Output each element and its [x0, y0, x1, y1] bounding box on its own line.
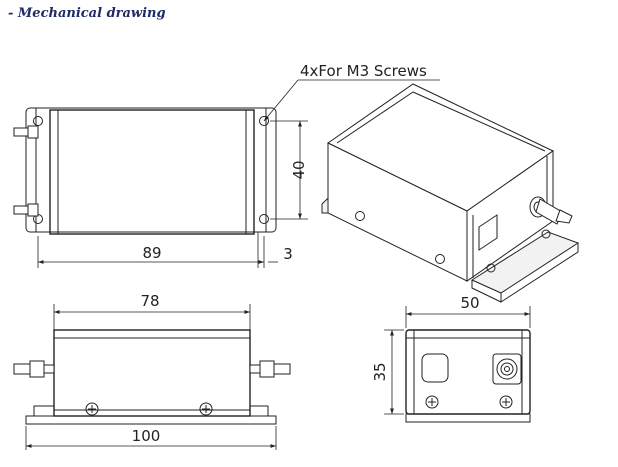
- top-view-body: [49, 109, 255, 235]
- end-view-body: [405, 329, 531, 415]
- dimension-89-label: 89: [142, 244, 161, 262]
- end-view-square-cutout: [421, 353, 449, 383]
- dimension-3-label: 3: [283, 245, 293, 263]
- screw-hole: [33, 116, 43, 126]
- screw-hole: [259, 214, 269, 224]
- front-view: 78 100: [13, 292, 291, 450]
- dimension-40-label: 40: [290, 160, 308, 179]
- top-view: 40 89 3 4xFor M3 Screws: [13, 62, 440, 268]
- end-view-base: [405, 413, 531, 423]
- dimension-50-label: 50: [460, 294, 479, 312]
- screw-head: [199, 402, 213, 416]
- screw-head: [85, 402, 99, 416]
- drawing-heading: - Mechanical drawing: [8, 6, 166, 21]
- front-view-body: [53, 329, 251, 417]
- fiber-connector: [13, 363, 31, 375]
- fiber-connector: [249, 364, 261, 374]
- iso-screw: [435, 254, 445, 264]
- dimension-78-label: 78: [140, 292, 159, 310]
- fiber-connector: [13, 205, 29, 215]
- isometric-view: [321, 83, 580, 303]
- screws-callout-label: 4xFor M3 Screws: [300, 62, 427, 80]
- screw-head: [425, 395, 439, 409]
- end-view: 50 35: [371, 294, 531, 423]
- iso-square-cutout: [478, 214, 498, 251]
- dimension-35-label: 35: [371, 362, 389, 381]
- dimension-100-label: 100: [132, 427, 161, 445]
- front-view-base: [25, 415, 277, 425]
- end-view-connector: [492, 353, 522, 385]
- top-view-flange: [25, 107, 277, 233]
- iso-screw: [355, 211, 365, 221]
- fiber-connector: [13, 127, 29, 137]
- screw-head: [499, 395, 513, 409]
